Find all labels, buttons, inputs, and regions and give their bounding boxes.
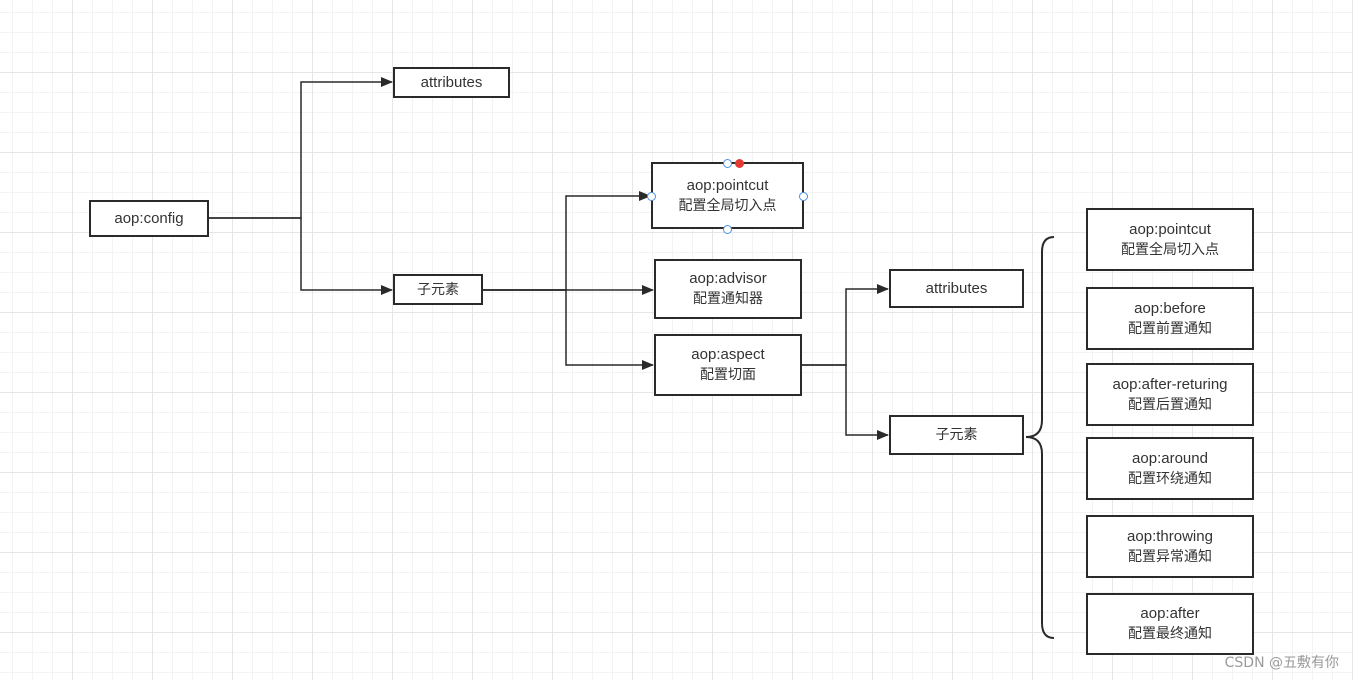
node-sub-throwing-label: aop:throwing xyxy=(1127,527,1213,545)
node-sub-pointcut-sub: 配置全局切入点 xyxy=(1121,241,1219,258)
selection-handle-bottom[interactable] xyxy=(723,225,732,234)
selection-handle-left[interactable] xyxy=(647,192,656,201)
node-aop-aspect-sub: 配置切面 xyxy=(700,367,756,383)
node-sub-before-label: aop:before xyxy=(1134,299,1206,317)
node-aop-config-label: aop:config xyxy=(114,209,184,227)
node-child-elements-label: 子元素 xyxy=(417,281,459,298)
node-sub-pointcut-label: aop:pointcut xyxy=(1129,220,1211,238)
node-sub-after-label: aop:after xyxy=(1140,605,1200,622)
node-sub-before[interactable]: aop:before 配置前置通知 xyxy=(1086,287,1254,350)
node-child-elements[interactable]: 子元素 xyxy=(393,274,483,305)
node-aop-pointcut[interactable]: aop:pointcut 配置全局切入点 xyxy=(651,162,804,229)
node-sub-before-sub: 配置前置通知 xyxy=(1128,320,1212,337)
node-attributes-top-label: attributes xyxy=(420,73,483,91)
node-aspect-attributes[interactable]: attributes xyxy=(889,269,1024,308)
edge-config-to-child[interactable] xyxy=(209,217,393,295)
selection-handle-right[interactable] xyxy=(799,192,808,201)
selection-handle-top[interactable] xyxy=(723,159,732,168)
node-sub-after-returing[interactable]: aop:after-returing 配置后置通知 xyxy=(1086,363,1254,426)
edge-child-to-aspect[interactable] xyxy=(483,289,654,370)
node-aop-aspect[interactable]: aop:aspect 配置切面 xyxy=(654,334,802,396)
node-sub-after-sub: 配置最终通知 xyxy=(1128,626,1212,642)
node-sub-after[interactable]: aop:after 配置最终通知 xyxy=(1086,593,1254,655)
node-sub-throwing[interactable]: aop:throwing 配置异常通知 xyxy=(1086,515,1254,578)
node-sub-around-label: aop:around xyxy=(1132,449,1208,467)
node-aop-advisor[interactable]: aop:advisor 配置通知器 xyxy=(654,259,802,319)
node-sub-around-sub: 配置环绕通知 xyxy=(1128,470,1212,487)
edge-aspect-to-attributes[interactable] xyxy=(801,284,889,366)
node-attributes-top[interactable]: attributes xyxy=(393,67,510,98)
selection-handle-rotate[interactable] xyxy=(735,159,744,168)
node-sub-after-returing-sub: 配置后置通知 xyxy=(1128,396,1212,413)
node-aop-advisor-label: aop:advisor xyxy=(689,270,767,287)
node-sub-throwing-sub: 配置异常通知 xyxy=(1128,548,1212,565)
node-sub-after-returing-label: aop:after-returing xyxy=(1112,375,1228,393)
node-aspect-child-elements-label: 子元素 xyxy=(935,427,978,443)
node-aop-config[interactable]: aop:config xyxy=(89,200,209,237)
watermark: CSDN @五敷有你 xyxy=(1224,655,1339,671)
node-aop-pointcut-label: aop:pointcut xyxy=(686,176,769,194)
node-aspect-attributes-label: attributes xyxy=(925,279,988,297)
node-sub-around[interactable]: aop:around 配置环绕通知 xyxy=(1086,437,1254,500)
edge-child-to-pointcut[interactable] xyxy=(483,191,651,291)
node-aop-aspect-label: aop:aspect xyxy=(691,346,765,363)
node-aspect-child-elements[interactable]: 子元素 xyxy=(889,415,1024,455)
edge-config-to-attributes[interactable] xyxy=(209,77,393,219)
node-sub-pointcut[interactable]: aop:pointcut 配置全局切入点 xyxy=(1086,208,1254,271)
node-aop-advisor-sub: 配置通知器 xyxy=(693,291,763,307)
edge-aspect-to-child[interactable] xyxy=(801,364,889,440)
curly-brace xyxy=(1025,236,1055,639)
node-aop-pointcut-sub: 配置全局切入点 xyxy=(678,197,777,214)
